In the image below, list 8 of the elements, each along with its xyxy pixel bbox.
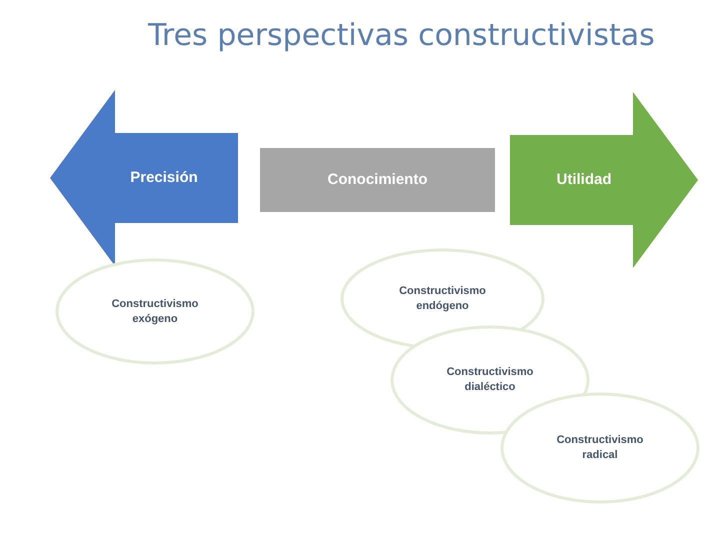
node-label: Utilidad [556, 170, 612, 190]
node-label: Constructivismo exógeno [110, 296, 200, 326]
node-label: Constructivismo endógeno [398, 284, 487, 314]
node-label: Constructivismo dialéctico [446, 365, 534, 395]
node-label: Precisión [129, 168, 198, 188]
title: Tres perspectivas constructivistas [148, 18, 655, 53]
node-label: Conocimiento [328, 170, 428, 190]
node-label: Constructivismo radical [556, 433, 644, 463]
